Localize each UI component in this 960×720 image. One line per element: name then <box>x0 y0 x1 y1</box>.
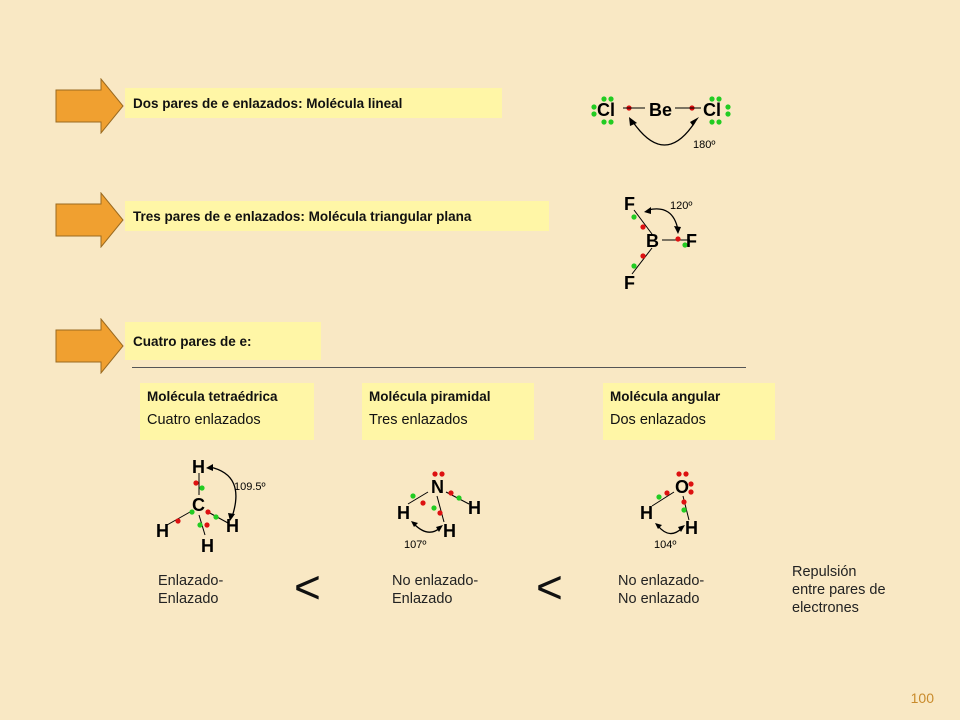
less-than-sign: < <box>294 561 321 613</box>
molecule-trigonal: F B F F 120º <box>624 194 697 293</box>
type-title: Molécula angular <box>610 389 721 404</box>
molecule-tetrahedral: H C H H H 109.5º <box>156 457 266 556</box>
row-arrow-3 <box>55 318 124 374</box>
less-than-sign: < <box>536 561 563 613</box>
atom-label: H <box>640 503 653 523</box>
atom-label: H <box>685 518 698 538</box>
row-arrow-2 <box>55 192 124 248</box>
repulsion-note: Repulsión entre pares de electrones <box>792 564 886 616</box>
row-label-trigonal: Tres pares de e enlazados: Molécula tria… <box>125 201 549 231</box>
row-arrow-1 <box>55 78 124 134</box>
row-label-four-pairs: Cuatro pares de e: <box>125 322 321 360</box>
atom-label: H <box>397 503 410 523</box>
type-box-pyramidal: Molécula piramidal Tres enlazados <box>362 383 534 440</box>
atom-label: Cl <box>703 100 721 120</box>
angle-label: 109.5º <box>234 481 266 493</box>
molecule-linear: Cl Be Cl 180º <box>591 96 731 151</box>
angle-label: 107º <box>404 539 426 551</box>
molecule-pyramidal: N H H H 107º <box>397 471 481 551</box>
atom-label: B <box>646 231 659 251</box>
page-number: 100 <box>910 690 934 706</box>
type-box-bent: Molécula angular Dos enlazados <box>603 383 775 440</box>
type-subtitle: Dos enlazados <box>610 412 706 428</box>
atom-label: N <box>431 477 444 497</box>
row-label-linear: Dos pares de e enlazados: Molécula linea… <box>125 88 502 118</box>
angle-label: 120º <box>670 200 692 212</box>
caption-bonded-bonded: Enlazado- Enlazado <box>158 573 224 607</box>
separator-line <box>132 367 746 368</box>
angle-label: 180º <box>693 139 715 151</box>
caption-nonbonded-nonbonded: No enlazado- No enlazado <box>618 573 705 607</box>
atom-label: H <box>156 521 169 541</box>
type-subtitle: Tres enlazados <box>369 412 468 428</box>
atom-label: C <box>192 495 205 515</box>
atom-label: H <box>201 536 214 556</box>
atom-label: F <box>624 194 635 214</box>
atom-label: H <box>468 498 481 518</box>
angle-label: 104º <box>654 539 676 551</box>
atom-label: H <box>443 521 456 541</box>
atom-label: Be <box>649 100 672 120</box>
caption-nonbonded-bonded: No enlazado- Enlazado <box>392 573 479 607</box>
atom-label: Cl <box>597 100 615 120</box>
type-title: Molécula piramidal <box>369 389 491 404</box>
molecule-bent: O H H 104º <box>640 471 698 551</box>
atom-label: F <box>686 231 697 251</box>
atom-label: H <box>192 457 205 477</box>
atom-label: H <box>226 516 239 536</box>
type-title: Molécula tetraédrica <box>147 389 278 404</box>
type-subtitle: Cuatro enlazados <box>147 412 261 428</box>
atom-label: F <box>624 273 635 293</box>
type-box-tetrahedral: Molécula tetraédrica Cuatro enlazados <box>140 383 314 440</box>
atom-label: O <box>675 477 689 497</box>
